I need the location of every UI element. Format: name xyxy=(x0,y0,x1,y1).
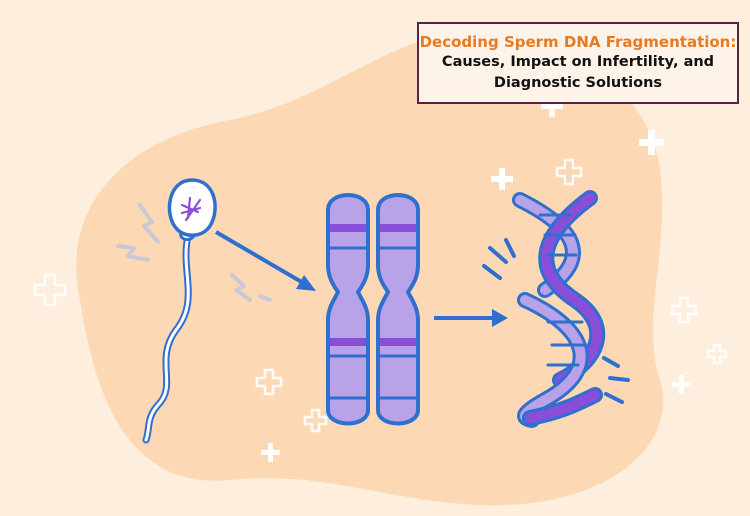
plus-sparkle-icon xyxy=(33,158,728,433)
arrow-icon xyxy=(214,230,316,291)
arrow-icon xyxy=(434,309,508,327)
sperm-icon xyxy=(142,178,217,444)
title-line-3: Diagnostic Solutions xyxy=(493,75,663,91)
chromosome-icon xyxy=(326,193,420,426)
title-line-1: Decoding Sperm DNA Fragmentation: xyxy=(419,33,737,51)
dna-helix-icon xyxy=(482,190,630,428)
lightning-icon xyxy=(116,203,272,302)
title-line-2: Causes, Impact on Infertility, and xyxy=(441,54,715,70)
plus-sparkle-icon xyxy=(261,95,691,462)
title-box: Decoding Sperm DNA Fragmentation: Causes… xyxy=(417,22,739,104)
